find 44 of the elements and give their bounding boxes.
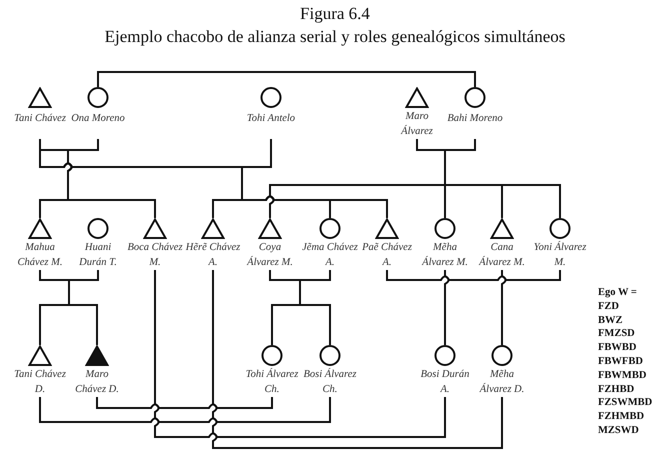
kin-term-label: FZSWMBD [598, 396, 652, 410]
kinship-line [299, 270, 331, 345]
person-name: Mẽha Álvarez M. [420, 241, 469, 270]
person-name: Mahua Chávez M. [16, 241, 64, 270]
person-name: Coya Álvarez M. [246, 241, 294, 270]
kinship-line [154, 270, 446, 438]
kinship-line [97, 71, 476, 87]
kin-term-label: BWZ [598, 314, 623, 328]
person-name: Mẽha Álvarez D. [478, 368, 526, 397]
kin-term-label: Ego W = [598, 286, 637, 300]
kin-term-label: FBWBD [598, 341, 637, 355]
person-name: Jẽma Chávez A. [302, 241, 358, 270]
person-name: Huani Durán T. [78, 241, 118, 270]
person-name: Cana Álvarez M. [478, 241, 526, 270]
person-name: Maro Álvarez [400, 110, 434, 139]
person-name: Tohi Álvarez Ch. [244, 367, 300, 397]
person-name: Maro Chávez D. [74, 368, 120, 397]
person-name: Tani Chávez [13, 112, 67, 126]
person-name: Bosi Durán A. [420, 368, 470, 397]
kinship-line [39, 397, 331, 423]
person-name: Ona Moreno [70, 112, 126, 126]
person-name: Tani Chávez D. [13, 368, 67, 397]
kin-term-label: FZHMBD [598, 410, 644, 424]
kinship-line [444, 139, 561, 218]
kin-term-label: FMZSD [598, 327, 635, 341]
kinship-line [501, 270, 506, 345]
person-name: Boca Chávez M. [127, 241, 183, 270]
person-name: Hẽrẽ Chávez A. [185, 241, 241, 270]
kinship-line [444, 270, 450, 345]
figure-subtitle: Ejemplo chacobo de alianza serial y roles genealógicos simultáneos [104, 27, 566, 47]
kinship-line [67, 139, 156, 218]
figure-title: Figura 6.4 [299, 4, 371, 24]
kin-term-label: FZHBD [598, 382, 634, 396]
person-name: Paẽ Chávez A. [361, 241, 413, 270]
person-name: Bosi Álvarez Ch. [302, 367, 358, 397]
kinship-line [212, 270, 503, 449]
kin-term-label: FZD [598, 300, 619, 314]
kin-term-label: MZSWD [598, 424, 639, 438]
person-name: Bahi Moreno [447, 112, 503, 126]
kin-term-label: FBWMBD [598, 368, 646, 382]
kin-term-label: FBWFBD [598, 355, 643, 369]
person-name: Yoni Álvarez M. [532, 240, 588, 270]
kinship-line [241, 139, 388, 218]
person-name: Tohi Antelo [246, 112, 296, 126]
